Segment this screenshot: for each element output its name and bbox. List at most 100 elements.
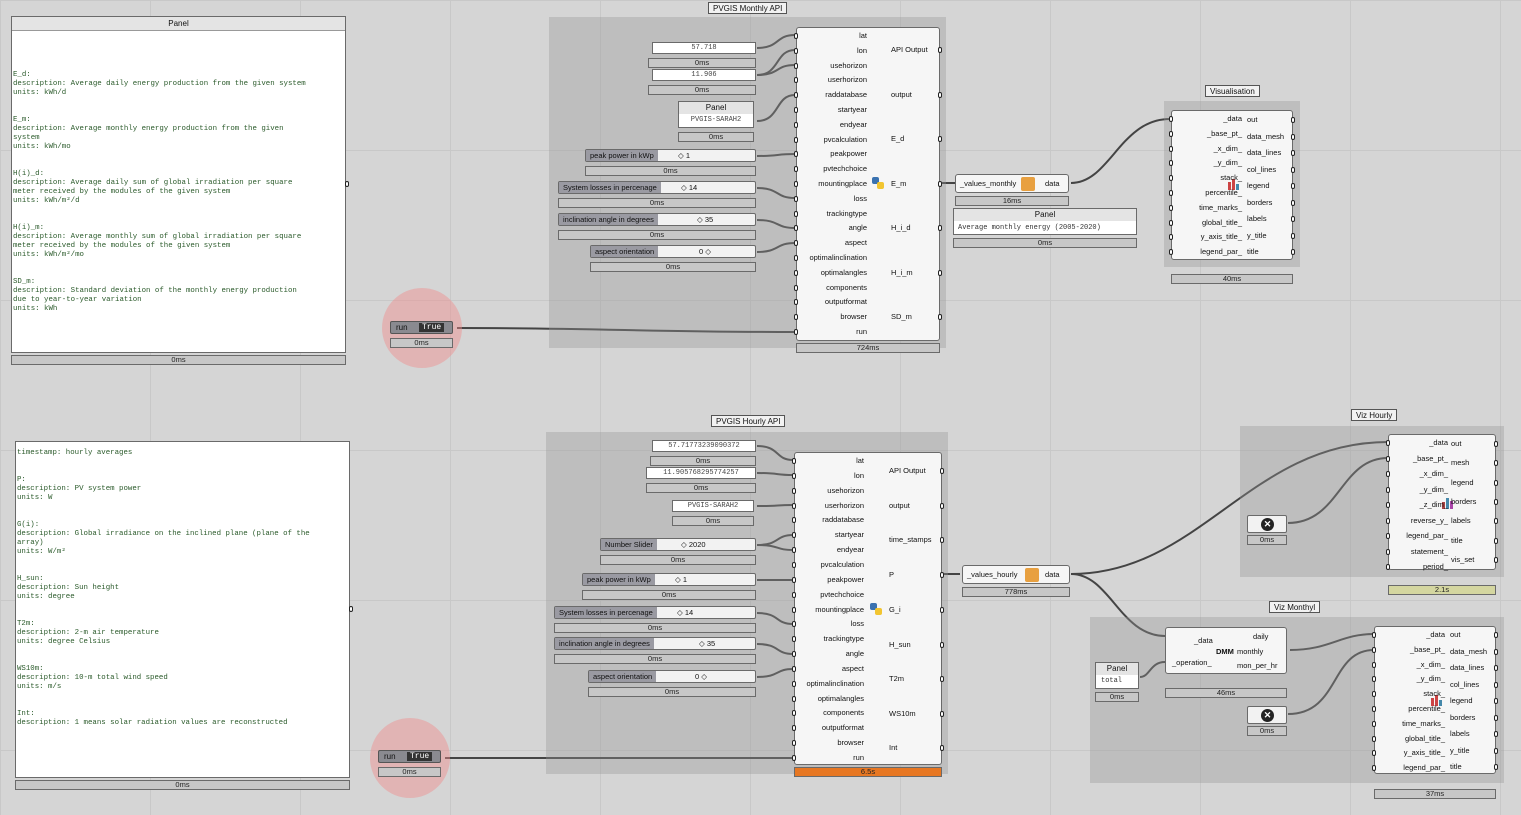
input-label[interactable]: lon: [856, 45, 867, 55]
input-label[interactable]: outputformat: [824, 297, 867, 307]
slider-value[interactable]: ◇ 2020: [681, 540, 706, 549]
output-grip[interactable]: [938, 181, 942, 187]
close-button[interactable]: ✕: [1247, 515, 1287, 533]
output-label[interactable]: output: [889, 501, 910, 510]
system-loss-slider[interactable]: System losses in percenage ◇ 14: [558, 181, 756, 194]
input-grip[interactable]: [792, 576, 796, 583]
input-label[interactable]: reverse_y_: [1410, 515, 1448, 525]
input-label[interactable]: peakpower: [827, 574, 864, 584]
output-label[interactable]: data: [1045, 570, 1060, 579]
input-grip[interactable]: [794, 107, 798, 113]
input-grip[interactable]: [1169, 160, 1173, 167]
output-label[interactable]: H_i_d: [891, 223, 911, 232]
input-label[interactable]: trackingtype: [823, 634, 864, 644]
input-label[interactable]: _x_dim_: [1213, 143, 1242, 153]
output-label[interactable]: H_i_m: [891, 268, 913, 277]
input-grip[interactable]: [792, 680, 796, 687]
input-label[interactable]: browser: [837, 738, 864, 748]
input-label[interactable]: userhorizon: [824, 500, 864, 510]
input-grip[interactable]: [794, 314, 798, 321]
input-label[interactable]: optimalangles: [820, 267, 867, 277]
input-label[interactable]: browser: [840, 312, 867, 322]
output-label[interactable]: H_sun: [889, 640, 911, 649]
output-label[interactable]: vis_set: [1451, 554, 1475, 564]
input-label[interactable]: optimalangles: [817, 693, 864, 703]
output-grip[interactable]: [938, 47, 942, 53]
input-grip[interactable]: [1386, 471, 1390, 477]
output-label[interactable]: WS10m: [889, 709, 916, 718]
slider-value[interactable]: ◇ 1: [675, 575, 688, 584]
output-label[interactable]: borders: [1247, 197, 1273, 207]
input-label[interactable]: _data: [1223, 114, 1242, 123]
input-grip[interactable]: [794, 62, 798, 69]
input-label[interactable]: lat: [856, 456, 864, 465]
output-grip[interactable]: [938, 270, 942, 276]
output-grip[interactable]: [938, 314, 942, 320]
system-loss-slider[interactable]: System losses in percenage ◇ 14: [554, 606, 756, 619]
output-grip[interactable]: [345, 181, 349, 187]
slider-value[interactable]: ◇ 35: [699, 639, 716, 648]
input-label[interactable]: stack_: [1423, 689, 1445, 699]
input-label[interactable]: _data: [1426, 630, 1445, 639]
output-grip[interactable]: [1494, 714, 1498, 721]
input-label[interactable]: percentile_: [1205, 188, 1242, 197]
input-label[interactable]: components: [823, 708, 864, 718]
input-label[interactable]: _data: [1194, 636, 1213, 645]
viz-monthly-component[interactable]: _data_base_pt__x_dim__y_dim_stack_percen…: [1372, 626, 1498, 774]
input-label[interactable]: legend_par_: [1406, 531, 1448, 540]
input-label[interactable]: startyear: [837, 105, 867, 114]
output-label[interactable]: y_title: [1450, 745, 1470, 755]
output-label[interactable]: y_title: [1247, 230, 1267, 240]
output-grip[interactable]: [940, 607, 944, 613]
input-label[interactable]: aspect: [844, 238, 867, 248]
output-grip[interactable]: [1494, 648, 1498, 655]
input-grip[interactable]: [792, 665, 796, 672]
input-grip[interactable]: [1169, 219, 1173, 226]
input-label[interactable]: angle: [848, 223, 867, 233]
input-grip[interactable]: [1386, 564, 1390, 570]
output-grip[interactable]: [1494, 698, 1498, 704]
input-grip[interactable]: [1169, 234, 1173, 241]
output-grip[interactable]: [1494, 665, 1498, 671]
input-grip[interactable]: [1372, 765, 1376, 772]
input-label[interactable]: _values_monthly: [960, 179, 1017, 188]
input-grip[interactable]: [1169, 116, 1173, 122]
output-label[interactable]: E_m: [891, 179, 907, 188]
input-grip[interactable]: [794, 195, 798, 202]
input-grip[interactable]: [792, 517, 796, 524]
input-grip[interactable]: [1372, 691, 1376, 698]
input-label[interactable]: optimalinclination: [809, 253, 867, 262]
input-grip[interactable]: [794, 240, 798, 247]
input-label[interactable]: _base_pt_: [1206, 128, 1242, 138]
output-grip[interactable]: [940, 572, 944, 578]
input-label[interactable]: mountingplace: [815, 604, 864, 614]
output-label[interactable]: data_mesh: [1450, 646, 1488, 656]
output-label[interactable]: borders: [1450, 712, 1476, 722]
output-grip[interactable]: [938, 136, 942, 142]
output-label[interactable]: labels: [1451, 516, 1471, 526]
output-label[interactable]: title: [1450, 762, 1462, 771]
input-label[interactable]: time_marks_: [1402, 718, 1445, 728]
inclination-slider[interactable]: inclination angle in degrees ◇ 35: [558, 213, 756, 226]
input-label[interactable]: aspect: [841, 663, 864, 673]
input-grip[interactable]: [794, 92, 798, 99]
input-grip[interactable]: [792, 636, 796, 643]
input-grip[interactable]: [794, 255, 798, 261]
output-grip[interactable]: [940, 503, 944, 509]
input-label[interactable]: mountingplace: [818, 179, 867, 188]
output-label[interactable]: daily: [1253, 632, 1269, 641]
input-label[interactable]: _data: [1429, 438, 1448, 447]
output-grip[interactable]: [349, 606, 353, 612]
input-label[interactable]: global_title_: [1201, 217, 1242, 227]
input-grip[interactable]: [794, 151, 798, 158]
input-label[interactable]: percentile_: [1408, 704, 1445, 713]
values-hourly-component[interactable]: _values_hourly data: [962, 565, 1070, 584]
input-label[interactable]: peakpower: [830, 149, 867, 159]
input-label[interactable]: time_marks_: [1199, 202, 1242, 212]
input-label[interactable]: statement_: [1410, 546, 1448, 556]
output-label[interactable]: monthly: [1237, 647, 1264, 656]
input-label[interactable]: components: [826, 282, 867, 292]
output-grip[interactable]: [1494, 498, 1498, 505]
